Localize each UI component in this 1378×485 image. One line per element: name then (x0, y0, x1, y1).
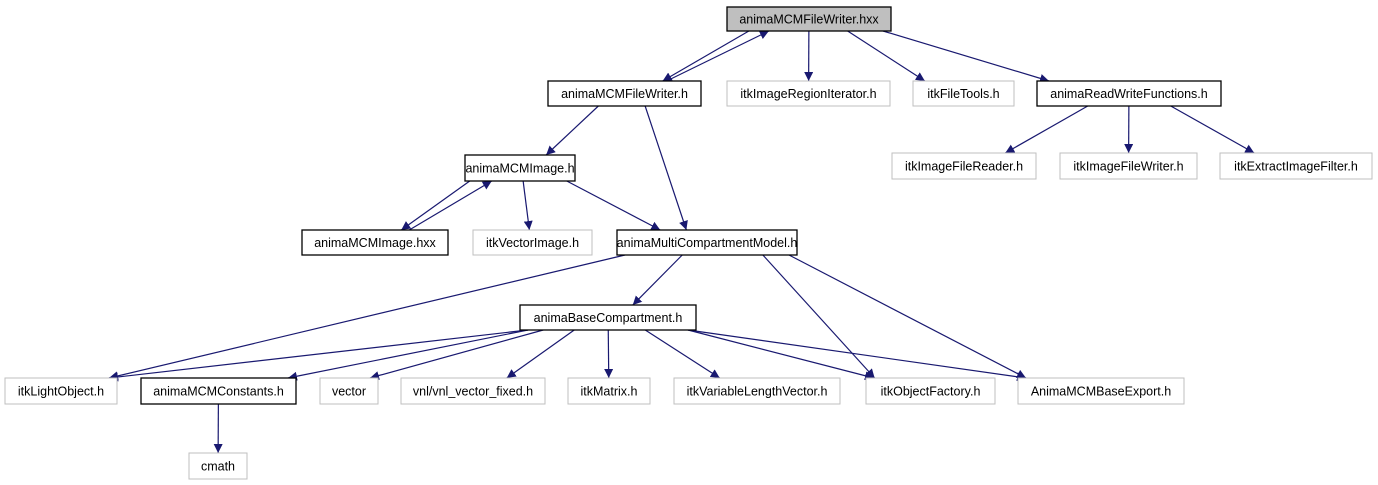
node-box (472, 229, 593, 256)
node-lo: itkLightObject.h (4, 377, 118, 405)
edges (108, 30, 1255, 454)
edge-mcm-to-of (762, 254, 876, 379)
node-bc[interactable]: animaBaseCompartment.h (519, 304, 697, 331)
node-label: animaMCMImage.h (465, 162, 574, 176)
node-label: itkVariableLengthVector.h (687, 385, 828, 399)
node-exp: AnimaMCMBaseExport.h (1017, 377, 1185, 405)
edge-img_h-to-img_hxx (400, 180, 471, 231)
node-box (912, 80, 1015, 107)
edge-root-to-rwf (882, 30, 1050, 83)
edge-bc-to-vlv (644, 329, 721, 379)
node-img_hxx[interactable]: animaMCMImage.hxx (301, 229, 449, 256)
node-box (1017, 377, 1185, 405)
node-box (567, 377, 651, 405)
node-img_h[interactable]: animaMCMImage.h (464, 154, 576, 182)
node-box (673, 377, 841, 405)
node-box (400, 377, 546, 405)
edge-bc-to-lo (108, 329, 529, 382)
node-label: animaMCMImage.hxx (314, 236, 436, 250)
node-box (616, 229, 798, 256)
node-rwf[interactable]: animaReadWriteFunctions.h (1036, 80, 1222, 107)
node-cmath: cmath (188, 452, 248, 480)
node-mcm[interactable]: animaMultiCompartmentModel.h (616, 229, 798, 256)
node-vimg: itkVectorImage.h (472, 229, 593, 256)
edge-img_h-to-vimg (522, 180, 533, 231)
node-label: itkImageFileWriter.h (1073, 160, 1183, 174)
node-fw_h[interactable]: animaMCMFileWriter.h (547, 80, 702, 107)
node-root[interactable]: animaMCMFileWriter.hxx (726, 6, 892, 32)
node-box (547, 80, 702, 107)
node-label: cmath (201, 460, 235, 474)
node-box (865, 377, 996, 405)
node-box (726, 80, 891, 107)
node-label: itkMatrix.h (581, 385, 638, 399)
edge-bc-to-vec (369, 329, 544, 380)
node-box (301, 229, 449, 256)
node-label: itkLightObject.h (18, 385, 104, 399)
edge-fw_h-to-img_h (545, 105, 599, 156)
edge-bc-to-mat (604, 329, 614, 379)
node-of: itkObjectFactory.h (865, 377, 996, 405)
node-vec: vector (319, 377, 379, 405)
node-label: animaMCMFileWriter.h (561, 87, 688, 101)
node-label: animaMCMConstants.h (153, 385, 284, 399)
node-box (140, 377, 297, 405)
node-ifw: itkImageFileWriter.h (1059, 152, 1198, 180)
node-vlv: itkVariableLengthVector.h (673, 377, 841, 405)
edge-root-to-fw_h (662, 30, 750, 82)
node-label: vnl/vnl_vector_fixed.h (413, 385, 533, 399)
node-box (519, 304, 697, 331)
node-label: animaMCMFileWriter.hxx (739, 13, 879, 27)
edge-root-to-ift (847, 30, 926, 82)
node-ift: itkFileTools.h (912, 80, 1015, 107)
node-label: animaBaseCompartment.h (534, 311, 683, 325)
node-mat: itkMatrix.h (567, 377, 651, 405)
node-vnl: vnl/vnl_vector_fixed.h (400, 377, 546, 405)
node-box (1036, 80, 1222, 107)
edge-mcm-to-bc (632, 254, 683, 306)
node-label: animaMultiCompartmentModel.h (617, 236, 798, 250)
node-label: itkExtractImageFilter.h (1234, 160, 1358, 174)
node-box (464, 154, 576, 182)
edge-rwf-to-ifr (1004, 105, 1089, 154)
node-box (4, 377, 118, 405)
node-label: AnimaMCMBaseExport.h (1031, 385, 1171, 399)
edge-mcm-to-lo (108, 254, 626, 381)
node-label: itkObjectFactory.h (881, 385, 981, 399)
node-label: itkImageFileReader.h (905, 160, 1023, 174)
edge-img_h-to-mcm (566, 180, 661, 231)
node-box (726, 6, 892, 32)
edge-fw_h-to-root (666, 30, 770, 82)
node-box (891, 152, 1037, 180)
nodes: animaMCMFileWriter.hxx animaMCMFileWriter… (4, 6, 1373, 480)
node-const[interactable]: animaMCMConstants.h (140, 377, 297, 405)
node-label: itkFileTools.h (927, 87, 999, 101)
node-ifr: itkImageFileReader.h (891, 152, 1037, 180)
edge-bc-to-of (687, 329, 875, 381)
node-iri: itkImageRegionIterator.h (726, 80, 891, 107)
node-label: itkVectorImage.h (486, 236, 579, 250)
node-eif: itkExtractImageFilter.h (1219, 152, 1373, 180)
edge-bc-to-const (287, 329, 529, 381)
node-box (1219, 152, 1373, 180)
edge-rwf-to-eif (1170, 105, 1255, 154)
node-label: animaReadWriteFunctions.h (1050, 87, 1208, 101)
node-label: itkImageRegionIterator.h (740, 87, 876, 101)
node-label: vector (332, 385, 366, 399)
edge-img_hxx-to-img_h (408, 180, 493, 231)
node-box (188, 452, 248, 480)
edge-bc-to-vnl (506, 329, 575, 379)
edge-mcm-to-exp (788, 254, 1027, 379)
node-box (1059, 152, 1198, 180)
edge-fw_h-to-mcm (644, 105, 688, 231)
node-box (319, 377, 379, 405)
edge-bc-to-exp (687, 329, 1027, 382)
